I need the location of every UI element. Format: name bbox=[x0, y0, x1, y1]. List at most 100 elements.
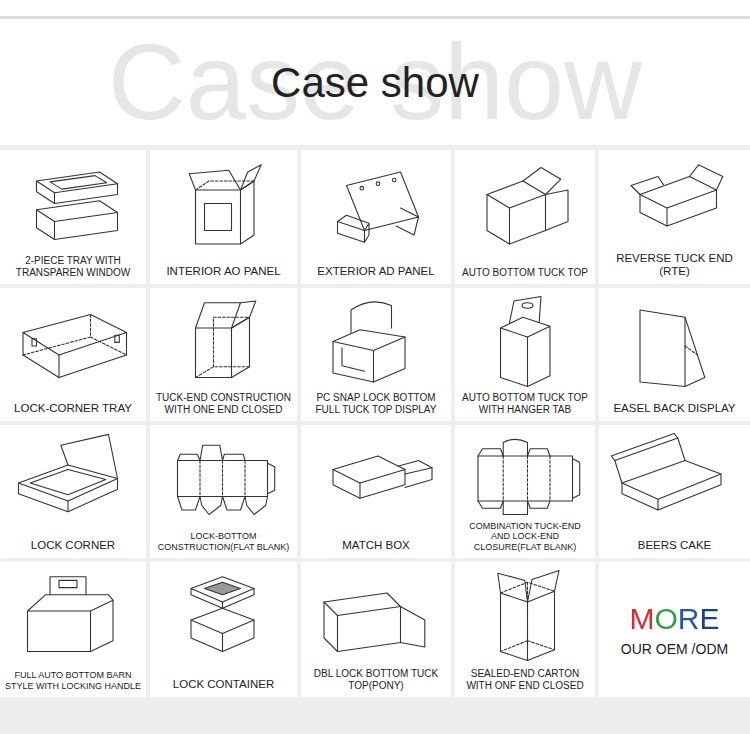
line-art bbox=[301, 562, 451, 697]
line-art bbox=[324, 593, 401, 616]
case-label: FULL AUTO BOTTOM BARN STYLE WITH LOCKING… bbox=[4, 670, 142, 691]
line-art bbox=[347, 172, 419, 231]
line-art bbox=[640, 195, 667, 227]
line-art bbox=[599, 562, 750, 697]
line-art bbox=[59, 580, 77, 587]
line-art bbox=[503, 456, 550, 501]
line-art bbox=[685, 317, 705, 386]
line-art bbox=[599, 150, 750, 284]
top-rule bbox=[0, 16, 750, 19]
line-art bbox=[61, 434, 118, 478]
rte-drawing bbox=[631, 165, 723, 226]
line-art bbox=[396, 208, 419, 235]
line-art bbox=[50, 176, 107, 190]
line-art bbox=[301, 288, 451, 421]
line-art bbox=[324, 602, 338, 652]
line-art bbox=[178, 497, 268, 515]
grid-ground bbox=[0, 145, 750, 734]
case-cell: LOCK-CORNER TRAY bbox=[0, 288, 146, 421]
line-art bbox=[37, 181, 118, 204]
line-art bbox=[205, 204, 232, 231]
line-art bbox=[487, 181, 546, 208]
line-art bbox=[667, 190, 717, 226]
case-cell: PC SNAP LOCK BOTTOM FULL TUCK TOP DISPLA… bbox=[301, 288, 451, 421]
case-label: MATCH BOX bbox=[305, 539, 447, 552]
line-art bbox=[196, 303, 241, 328]
line-art bbox=[342, 348, 365, 371]
line-art bbox=[205, 582, 241, 595]
case-cell: AUTO BOTTOM TUCK TOP WITH HANGER TAB bbox=[455, 288, 595, 421]
case-cell: INTERIOR AO PANEL bbox=[150, 150, 297, 284]
line-art bbox=[360, 470, 405, 499]
line-art bbox=[685, 346, 698, 355]
line-art bbox=[0, 425, 146, 558]
line-art bbox=[501, 317, 551, 328]
line-art bbox=[522, 303, 533, 308]
hanger-tab-drawing bbox=[501, 297, 551, 387]
line-art bbox=[503, 439, 527, 514]
line-art bbox=[487, 195, 510, 245]
case-label: BEERS CAKE bbox=[603, 539, 746, 552]
line-art bbox=[232, 301, 256, 328]
case-cell: FULL AUTO BOTTOM BARN STYLE WITH LOCKING… bbox=[0, 562, 146, 697]
more-cell: MOREOUR OEM /ODM bbox=[599, 562, 750, 697]
line-art bbox=[191, 589, 254, 609]
line-art bbox=[196, 317, 250, 377]
line-art bbox=[599, 425, 750, 558]
case-cell: TUCK-END CONSTRUCTION WITH ONE END CLOSE… bbox=[150, 288, 297, 421]
line-art bbox=[196, 181, 255, 190]
line-art bbox=[150, 425, 297, 558]
line-art bbox=[376, 182, 380, 186]
line-art bbox=[0, 288, 146, 421]
oem-note: OUR OEM /ODM bbox=[603, 641, 746, 657]
case-cell: AUTO BOTTOM TUCK TOP bbox=[455, 150, 595, 284]
case-label: AUTO BOTTOM TUCK TOP WITH HANGER TAB bbox=[459, 392, 591, 415]
combination-blank-drawing bbox=[478, 439, 580, 514]
line-art bbox=[196, 190, 241, 244]
line-art bbox=[178, 445, 246, 460]
line-art bbox=[399, 461, 432, 488]
line-art bbox=[611, 434, 678, 461]
exterior-panel-drawing bbox=[338, 172, 419, 242]
line-art bbox=[501, 582, 555, 651]
line-art bbox=[374, 337, 406, 382]
case-label: LOCK-CORNER TRAY bbox=[4, 402, 142, 415]
line-art bbox=[189, 170, 240, 190]
display-drawing bbox=[333, 302, 405, 382]
case-label: PC SNAP LOCK BOTTOM FULL TUCK TOP DISPLA… bbox=[305, 392, 447, 415]
lock-container-drawing bbox=[191, 577, 254, 652]
line-art bbox=[333, 470, 360, 499]
line-art bbox=[622, 461, 721, 500]
line-art bbox=[546, 190, 569, 231]
line-art bbox=[690, 165, 723, 190]
easel-drawing bbox=[640, 310, 705, 387]
auto-bottom-drawing bbox=[487, 168, 568, 245]
line-art bbox=[23, 333, 127, 378]
line-art bbox=[615, 438, 685, 483]
line-art bbox=[28, 611, 91, 652]
case-label: TUCK-END CONSTRUCTION WITH ONE END CLOSE… bbox=[154, 392, 293, 415]
line-art bbox=[37, 201, 118, 222]
sealed-carton-drawing bbox=[498, 571, 559, 661]
line-art bbox=[301, 150, 451, 284]
line-art bbox=[360, 186, 364, 190]
line-art bbox=[392, 178, 396, 182]
line-art bbox=[640, 177, 717, 209]
case-label: COMBINATION TUCK-END AND LOCK-END CLOSUR… bbox=[459, 521, 591, 552]
line-art bbox=[150, 150, 297, 284]
case-label: EXTERIOR AD PANEL bbox=[305, 265, 447, 278]
case-cell: MATCH BOX bbox=[301, 425, 451, 558]
line-art bbox=[455, 562, 595, 697]
cell-grounds bbox=[0, 150, 750, 697]
line-art bbox=[150, 562, 297, 697]
line-art bbox=[241, 165, 262, 190]
line-art bbox=[498, 573, 528, 602]
line-art bbox=[478, 456, 573, 501]
lock-corner-tray-drawing bbox=[23, 315, 127, 378]
line-art bbox=[268, 463, 275, 494]
case-label: REVERSE TUCK END (RTE) bbox=[603, 252, 746, 278]
case-label: LOCK CORNER bbox=[4, 539, 142, 552]
line-art bbox=[333, 342, 374, 383]
match-box-drawing bbox=[333, 456, 432, 498]
line-art bbox=[455, 150, 595, 284]
